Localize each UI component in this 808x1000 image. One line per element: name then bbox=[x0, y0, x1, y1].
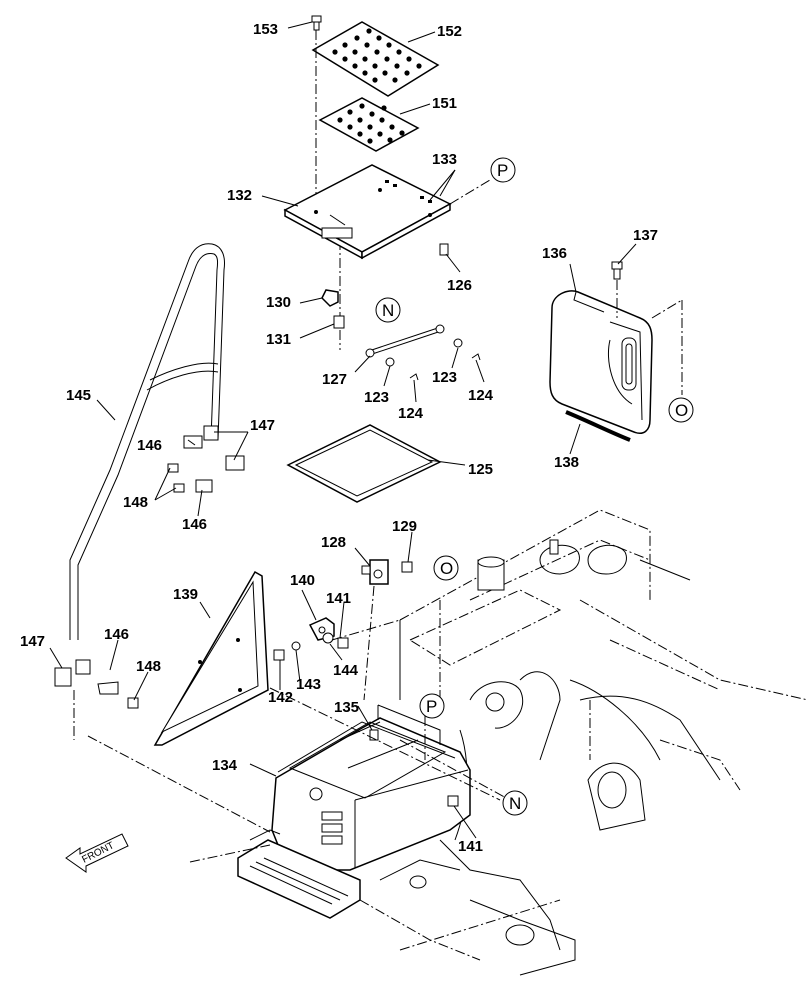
svg-text:P: P bbox=[497, 161, 508, 180]
lock-128 bbox=[361, 559, 389, 585]
bolt-142 bbox=[273, 649, 285, 661]
label-144: 144 bbox=[333, 662, 359, 679]
label-137: 137 bbox=[633, 227, 658, 244]
label-140: 140 bbox=[290, 572, 315, 589]
label-147-b: 147 bbox=[20, 633, 45, 650]
clamp-147-upper bbox=[203, 425, 245, 471]
side-cover-136 bbox=[549, 290, 653, 434]
label-126: 126 bbox=[447, 277, 472, 294]
perforated-plate-151 bbox=[318, 97, 420, 152]
clamp-146-upper bbox=[183, 435, 213, 493]
front-arrow-icon: FRONT bbox=[65, 833, 129, 873]
leader-lines bbox=[49, 21, 637, 839]
label-128: 128 bbox=[321, 534, 346, 551]
step-plate bbox=[237, 829, 361, 919]
machine-frame bbox=[399, 509, 808, 831]
ref-circle-p-frame: P bbox=[419, 693, 445, 719]
label-151: 151 bbox=[432, 95, 457, 112]
clamp-147-lower bbox=[54, 659, 91, 687]
label-133: 133 bbox=[432, 151, 457, 168]
ref-circle-n-mid: N bbox=[375, 297, 401, 323]
label-146-a: 146 bbox=[137, 437, 162, 454]
bolt-126 bbox=[439, 243, 449, 256]
washer-144 bbox=[322, 632, 334, 644]
perforated-plate-152 bbox=[311, 21, 440, 97]
bolt-153 bbox=[311, 15, 322, 31]
label-124-a: 124 bbox=[398, 405, 424, 422]
label-130: 130 bbox=[266, 294, 291, 311]
label-147-a: 147 bbox=[250, 417, 275, 434]
ref-circle-o-frame: O bbox=[433, 555, 459, 581]
label-123-b: 123 bbox=[432, 369, 457, 386]
svg-text:N: N bbox=[382, 301, 394, 320]
cover-plate-132 bbox=[283, 164, 452, 260]
pin-124 bbox=[409, 353, 481, 381]
bolt-135 bbox=[369, 729, 379, 741]
svg-text:P: P bbox=[426, 697, 437, 716]
gas-spring-127 bbox=[365, 324, 445, 358]
ref-circle-o-right: O bbox=[668, 397, 694, 423]
storage-box-134 bbox=[271, 704, 471, 871]
label-136: 136 bbox=[542, 245, 567, 262]
label-139: 139 bbox=[173, 586, 198, 603]
label-146-c: 146 bbox=[104, 626, 129, 643]
bolt-137 bbox=[611, 261, 623, 280]
label-148-b: 148 bbox=[136, 658, 161, 675]
clamp-146-lower bbox=[97, 681, 119, 695]
svg-text:N: N bbox=[509, 794, 521, 813]
label-135: 135 bbox=[334, 699, 359, 716]
label-142: 142 bbox=[268, 689, 293, 706]
bolt-131 bbox=[333, 315, 345, 329]
label-123-a: 123 bbox=[364, 389, 389, 406]
part-labels: 153 152 151 133 132 126 130 131 127 123 … bbox=[20, 21, 658, 855]
label-138: 138 bbox=[554, 454, 579, 471]
bolt-148-upper bbox=[167, 463, 185, 493]
bolt-141-upper bbox=[337, 637, 349, 649]
seal-138 bbox=[565, 410, 631, 442]
label-145: 145 bbox=[66, 387, 91, 404]
label-141-a: 141 bbox=[326, 590, 351, 607]
mat-125 bbox=[286, 424, 442, 503]
side-panel-139 bbox=[153, 570, 269, 746]
label-132: 132 bbox=[227, 187, 252, 204]
machine-frame-lower bbox=[359, 681, 576, 976]
washer-123 bbox=[385, 338, 463, 367]
ref-circle-n-lower: N bbox=[502, 790, 528, 816]
label-146-b: 146 bbox=[182, 516, 207, 533]
handrail-145 bbox=[69, 243, 225, 640]
label-148-a: 148 bbox=[123, 494, 148, 511]
washer-143 bbox=[291, 641, 301, 651]
label-129: 129 bbox=[392, 518, 417, 535]
svg-text:O: O bbox=[440, 559, 453, 578]
label-131: 131 bbox=[266, 331, 291, 348]
ref-circle-p-top: P bbox=[490, 157, 516, 183]
svg-text:O: O bbox=[675, 401, 688, 420]
label-124-b: 124 bbox=[468, 387, 494, 404]
label-152: 152 bbox=[437, 23, 462, 40]
label-125: 125 bbox=[468, 461, 493, 478]
bracket-130 bbox=[321, 289, 339, 307]
label-134: 134 bbox=[212, 757, 238, 774]
bolt-129 bbox=[401, 561, 413, 573]
bolt-148-lower bbox=[127, 697, 139, 709]
label-153: 153 bbox=[253, 21, 278, 38]
label-141-b: 141 bbox=[458, 838, 483, 855]
bolt-141-lower bbox=[447, 795, 459, 807]
label-143: 143 bbox=[296, 676, 321, 693]
label-127: 127 bbox=[322, 371, 347, 388]
